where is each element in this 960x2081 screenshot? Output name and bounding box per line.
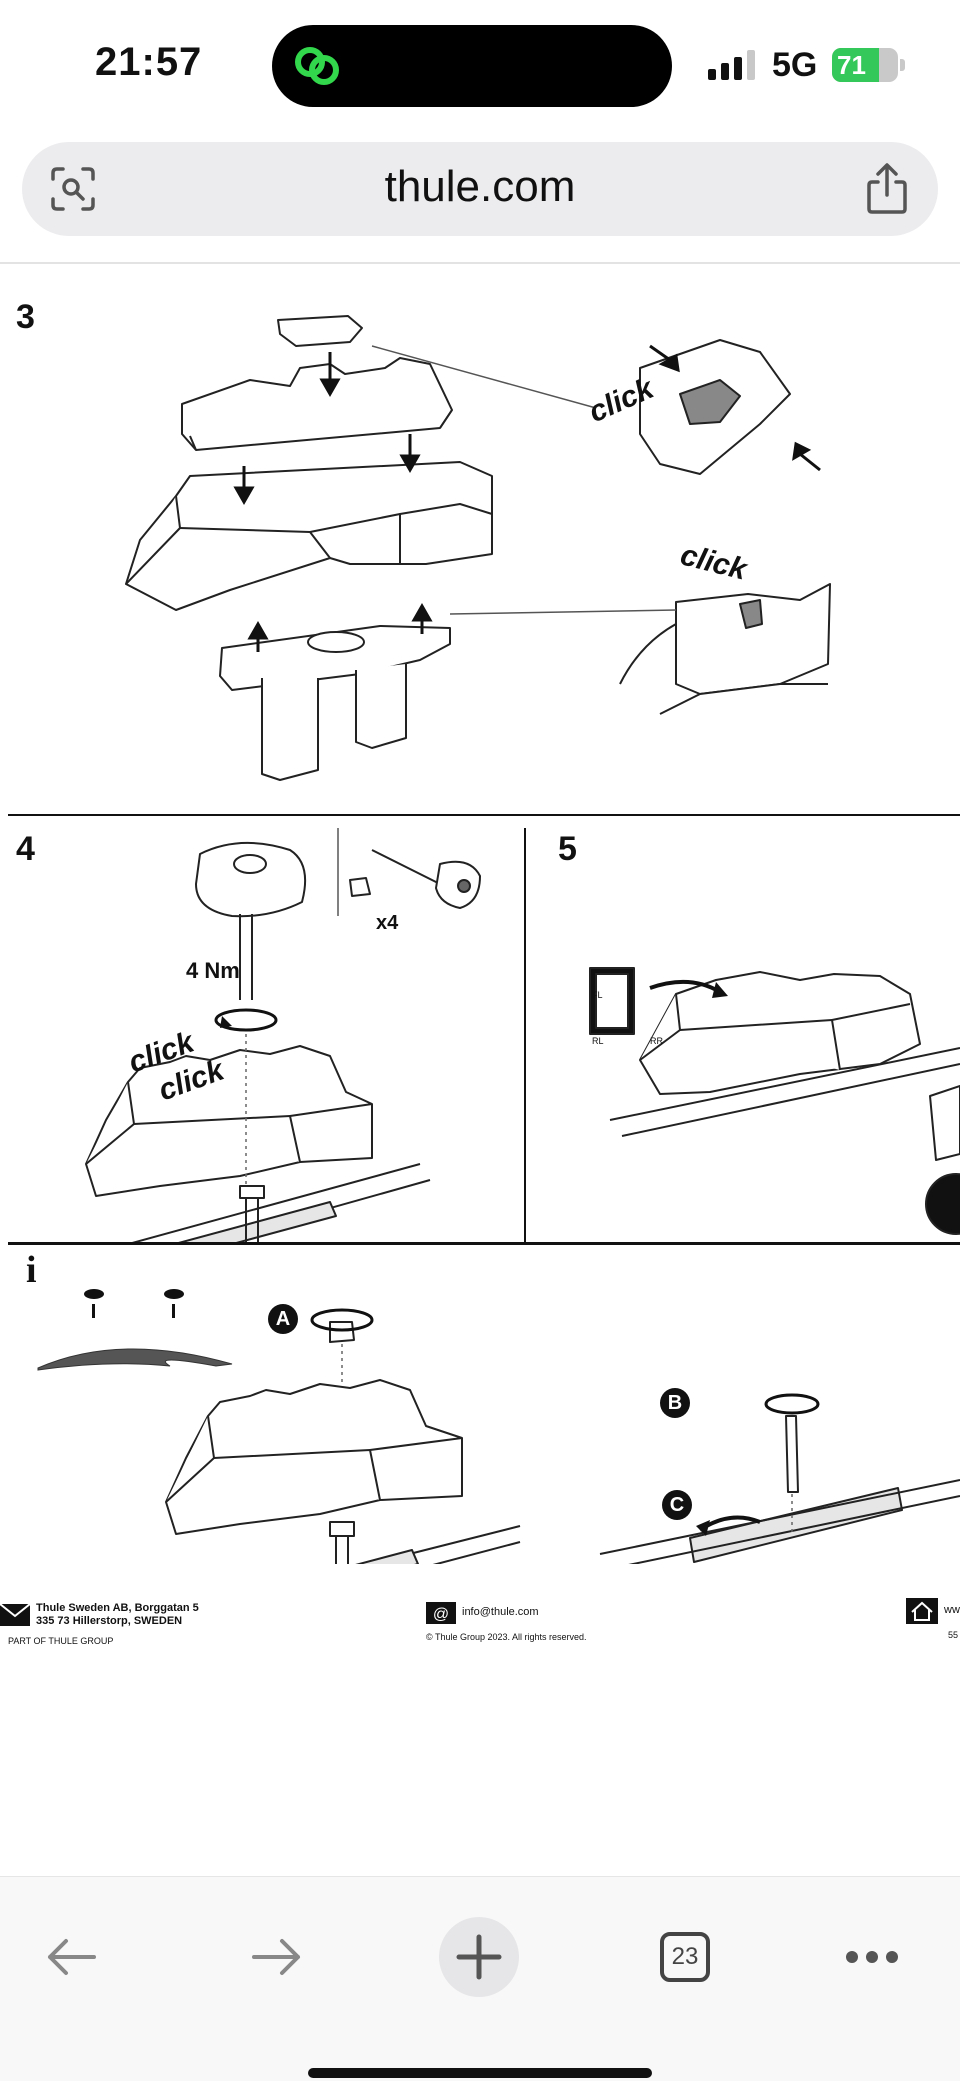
dynamic-island[interactable] (272, 25, 672, 107)
website-partial: ww (944, 1604, 960, 1616)
email-address[interactable]: info@thule.com (462, 1606, 539, 1618)
tab-count-button[interactable]: 23 (660, 1932, 710, 1982)
home-indicator[interactable] (308, 2068, 652, 2078)
step4-illustration (85, 828, 481, 1244)
network-type: 5G (772, 46, 818, 84)
svg-text:@: @ (433, 1606, 449, 1623)
envelope-icon (0, 1604, 30, 1626)
battery-fill (832, 48, 879, 82)
step5-illustration (589, 967, 960, 1235)
marker-c: C (662, 1490, 692, 1520)
step3-illustration (125, 315, 831, 781)
step-number-3: 3 (16, 298, 35, 336)
battery-indicator: 71 (832, 48, 905, 82)
marker-a: A (268, 1304, 298, 1334)
position-label-rr: RR (650, 1036, 663, 1046)
marker-b: B (660, 1388, 690, 1418)
new-tab-button[interactable] (439, 1917, 519, 1997)
info-symbol: i (26, 1249, 37, 1291)
signal-icon (708, 50, 755, 80)
link-icon[interactable] (290, 44, 344, 88)
visual-lookup-icon[interactable] (50, 166, 96, 212)
battery-level: 71 (837, 50, 866, 80)
torque-label: 4 Nm (186, 958, 240, 983)
email-icon: @ (426, 1602, 456, 1624)
address-bar[interactable]: thule.com (22, 142, 938, 236)
quantity-label: x4 (376, 912, 399, 934)
address-line-2: 335 73 Hillerstorp, SWEDEN (36, 1615, 183, 1627)
share-icon[interactable] (862, 162, 912, 216)
copyright-text: © Thule Group 2023. All rights reserved. (426, 1632, 587, 1642)
section-divider (8, 814, 960, 816)
home-icon (906, 1598, 938, 1624)
url-text[interactable]: thule.com (384, 162, 576, 211)
step-number-4: 4 (16, 830, 35, 868)
plus-icon (456, 1934, 502, 1980)
browser-toolbar: 23 (0, 1876, 960, 2081)
more-icon[interactable] (842, 1947, 902, 1967)
step-number-5: 5 (558, 830, 577, 868)
status-bar: 21:57 5G 71 (0, 0, 960, 130)
thule-group-label: PART OF THULE GROUP (8, 1636, 114, 1646)
address-line-1: Thule Sweden AB, Borggatan 5 (36, 1602, 199, 1614)
section-divider (524, 828, 526, 1242)
position-label-rl: RL (592, 1036, 604, 1046)
section-divider (8, 1242, 960, 1245)
info-illustration (37, 1289, 960, 1564)
forward-arrow-icon[interactable] (250, 1935, 304, 1979)
position-label-fl: FL (592, 990, 603, 1000)
page-number-partial: 55 (948, 1630, 959, 1640)
back-arrow-icon[interactable] (44, 1935, 98, 1979)
pdf-page: 3 (0, 264, 960, 1876)
status-time: 21:57 (95, 40, 203, 84)
